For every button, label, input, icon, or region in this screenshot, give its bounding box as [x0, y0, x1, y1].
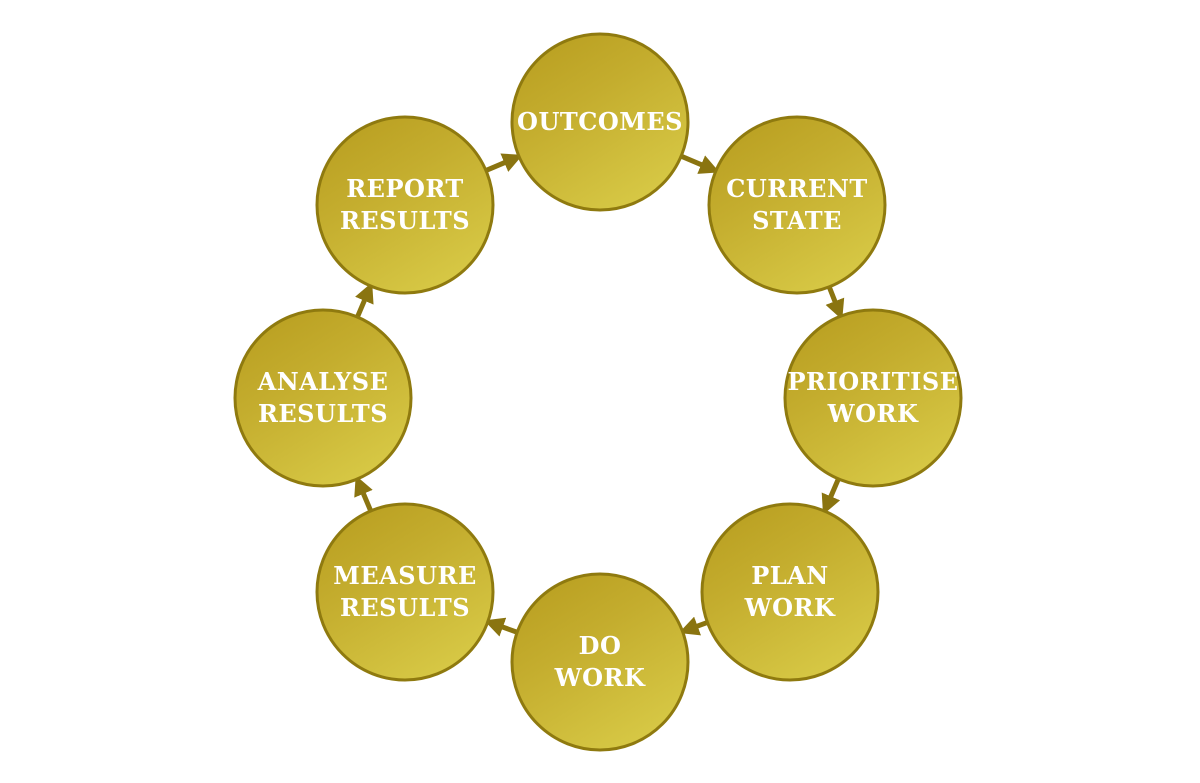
node-plan-work: PLAN WORK: [700, 502, 880, 682]
nodes-group: OUTCOMES CURRENT STATE PRIORITISE WORK PLAN WO…: [233, 32, 963, 752]
node-circle-report-results: [315, 115, 495, 295]
node-current-state: CURRENT STATE: [707, 115, 887, 295]
node-analyse-results: ANALYSE RESULTS: [233, 308, 413, 488]
node-circle-measure-results: [315, 502, 495, 682]
node-prioritise-work: PRIORITISE WORK: [783, 308, 963, 488]
node-circle-do-work: [510, 572, 690, 752]
node-label-current-state-line-1: CURRENT: [726, 174, 868, 203]
arrow-measure-results-to-analyse-results: [354, 475, 375, 516]
node-circle-analyse-results: [233, 308, 413, 488]
arrow-prioritise-work-to-plan-work: [821, 474, 843, 515]
node-circle-current-state: [707, 115, 887, 295]
node-label-report-results-line-2: RESULTS: [340, 206, 470, 235]
node-measure-results: MEASURE RESULTS: [315, 502, 495, 682]
arrow-analyse-results-to-report-results: [353, 282, 374, 322]
node-label-analyse-results-line-1: ANALYSE: [257, 367, 389, 396]
node-label-do-work-line-2: WORK: [554, 663, 646, 692]
node-label-outcomes-line-1: OUTCOMES: [517, 107, 683, 136]
node-report-results: REPORT RESULTS: [315, 115, 495, 295]
node-label-prioritise-work-line-2: WORK: [827, 399, 919, 428]
node-circle-prioritise-work: [783, 308, 963, 488]
node-outcomes: OUTCOMES: [510, 32, 690, 212]
node-label-report-results-line-1: REPORT: [346, 174, 464, 203]
node-label-plan-work-line-1: PLAN: [751, 561, 828, 590]
node-label-plan-work-line-2: WORK: [744, 593, 836, 622]
arrow-outcomes-to-current-state: [676, 152, 720, 174]
node-label-analyse-results-line-2: RESULTS: [258, 399, 388, 428]
node-label-current-state-line-2: STATE: [752, 206, 842, 235]
node-label-measure-results-line-1: MEASURE: [333, 561, 476, 590]
node-circle-outcomes: [510, 32, 690, 212]
node-label-prioritise-work-line-1: PRIORITISE: [787, 367, 958, 396]
node-circle-plan-work: [700, 502, 880, 682]
node-label-do-work-line-1: DO: [579, 631, 622, 660]
arrow-report-results-to-outcomes: [481, 153, 523, 175]
node-label-measure-results-line-2: RESULTS: [340, 593, 470, 622]
node-do-work: DO WORK: [510, 572, 690, 752]
